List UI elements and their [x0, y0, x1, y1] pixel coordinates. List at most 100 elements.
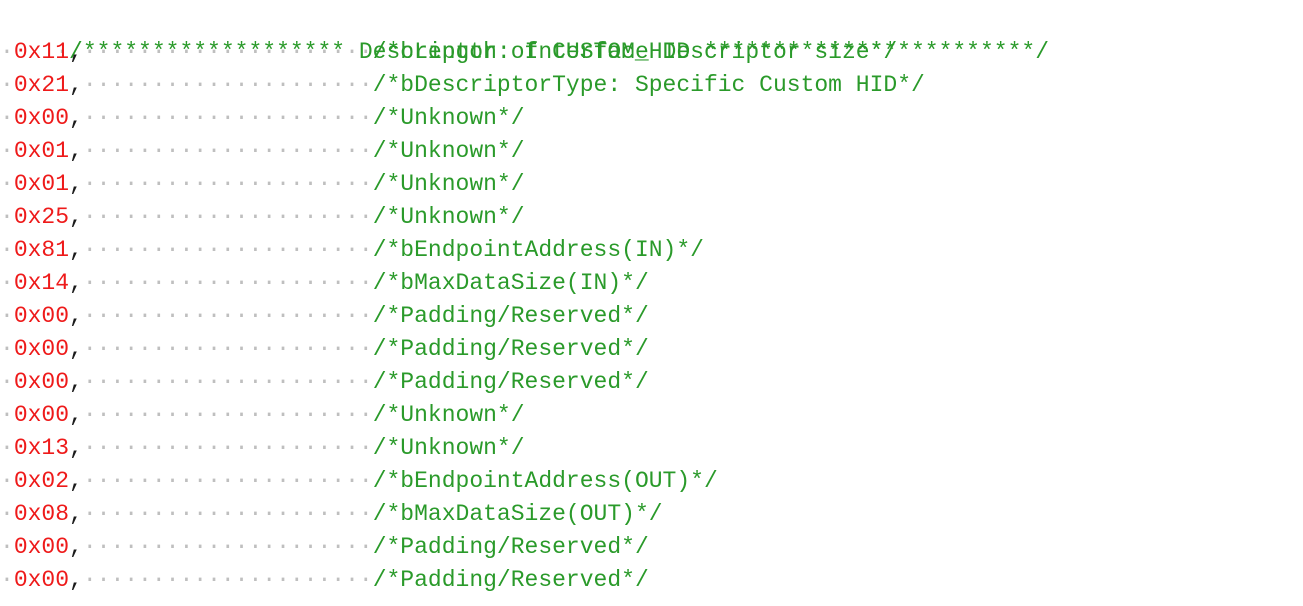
- line-comment: /*Padding/Reserved*/: [372, 303, 649, 329]
- whitespace-gap: ·····················: [82, 402, 373, 428]
- code-line: ·0x11,·····················/*bLength: In…: [0, 36, 1303, 69]
- header-comment: /******************* Descriptor of CUSTO…: [69, 39, 1049, 65]
- whitespace-gap: ·····················: [82, 72, 373, 98]
- comma: ,: [69, 171, 83, 197]
- code-line: ·0x00,·····················/*Padding/Res…: [0, 366, 1303, 399]
- whitespace-gap: ·····················: [82, 138, 373, 164]
- hex-value: 0x00: [13, 336, 70, 362]
- line-comment: /*Unknown*/: [372, 204, 525, 230]
- whitespace-marker: ·: [0, 402, 14, 428]
- whitespace-marker: ·: [0, 468, 14, 494]
- line-comment: /*bEndpointAddress(OUT)*/: [372, 468, 718, 494]
- whitespace-marker: ·: [0, 567, 14, 593]
- line-comment: /*Unknown*/: [372, 171, 525, 197]
- whitespace-gap: ·····················: [82, 336, 373, 362]
- hex-value: 0x00: [13, 303, 70, 329]
- comma: ,: [69, 501, 83, 527]
- whitespace-marker: ·: [0, 369, 14, 395]
- code-line: ·0x00,·····················/*Padding/Res…: [0, 300, 1303, 333]
- comma: ,: [69, 402, 83, 428]
- code-line: ·0x01,·····················/*Unknown*/: [0, 168, 1303, 201]
- whitespace-gap: ·····················: [82, 567, 373, 593]
- comma: ,: [69, 336, 83, 362]
- code-line: ·0x01,·····················/*Unknown*/: [0, 135, 1303, 168]
- comma: ,: [69, 369, 83, 395]
- hex-value: 0x01: [13, 138, 70, 164]
- comma: ,: [69, 237, 83, 263]
- line-comment: /*Padding/Reserved*/: [372, 336, 649, 362]
- code-line: ·0x00,·····················/*Padding/Res…: [0, 333, 1303, 366]
- code-line: ·0x00,·····················/*Padding/Res…: [0, 564, 1303, 597]
- code-line: ·0x08,·····················/*bMaxDataSiz…: [0, 498, 1303, 531]
- line-comment: /*Unknown*/: [372, 402, 525, 428]
- hex-value: 0x00: [13, 567, 70, 593]
- code-line: ·0x00,·····················/*Unknown*/: [0, 102, 1303, 135]
- whitespace-gap: ·····················: [82, 435, 373, 461]
- hex-value: 0x21: [13, 72, 70, 98]
- comma: ,: [69, 567, 83, 593]
- whitespace-gap: ·····················: [82, 39, 373, 65]
- code-line: ·0x25,·····················/*Unknown*/: [0, 201, 1303, 234]
- line-comment: /*bMaxDataSize(OUT)*/: [372, 501, 663, 527]
- code-line: ·0x13,·····················/*Unknown*/: [0, 432, 1303, 465]
- comma: ,: [69, 303, 83, 329]
- whitespace-gap: ·····················: [82, 204, 373, 230]
- whitespace-marker: ·: [0, 39, 14, 65]
- hex-value: 0x25: [13, 204, 70, 230]
- hex-value: 0x11: [13, 39, 70, 65]
- whitespace-gap: ·····················: [82, 237, 373, 263]
- whitespace-gap: ·····················: [82, 369, 373, 395]
- whitespace-marker: ·: [0, 105, 14, 131]
- whitespace-marker: ·: [55, 39, 70, 65]
- whitespace-gap: ·····················: [82, 171, 373, 197]
- hex-value: 0x02: [13, 468, 70, 494]
- comma: ,: [69, 534, 83, 560]
- whitespace-marker: ·: [0, 336, 14, 362]
- comma: ,: [69, 435, 83, 461]
- hex-value: 0x00: [13, 105, 70, 131]
- line-comment: /*Padding/Reserved*/: [372, 369, 649, 395]
- whitespace-marker: ·: [0, 270, 14, 296]
- whitespace-gap: ·····················: [82, 534, 373, 560]
- whitespace-marker: ·: [0, 204, 14, 230]
- line-comment: /*Padding/Reserved*/: [372, 534, 649, 560]
- whitespace-marker: ·: [0, 303, 14, 329]
- whitespace-gap: ·····················: [82, 270, 373, 296]
- code-line: ·0x81,·····················/*bEndpointAd…: [0, 234, 1303, 267]
- code-line: ·0x21,·····················/*bDescriptor…: [0, 69, 1303, 102]
- whitespace-gap: ·····················: [82, 303, 373, 329]
- line-comment: /*bMaxDataSize(IN)*/: [372, 270, 649, 296]
- hex-value: 0x08: [13, 501, 70, 527]
- line-comment: /*Padding/Reserved*/: [372, 567, 649, 593]
- whitespace-gap: ·····················: [82, 105, 373, 131]
- line-comment: /*Unknown*/: [372, 138, 525, 164]
- whitespace-gap: ·····················: [82, 468, 373, 494]
- code-line: ·0x00,·····················/*Padding/Res…: [0, 531, 1303, 564]
- comma: ,: [69, 72, 83, 98]
- hex-value: 0x00: [13, 402, 70, 428]
- header-comment-line: ·/******************* Descriptor of CUST…: [0, 3, 1303, 65]
- whitespace-marker: ·: [0, 435, 14, 461]
- line-comment: /*Unknown*/: [372, 105, 525, 131]
- whitespace-marker: ·: [0, 138, 14, 164]
- hex-value: 0x13: [13, 435, 70, 461]
- code-line: ·0x14,·····················/*bMaxDataSiz…: [0, 267, 1303, 300]
- whitespace-marker: ·: [0, 534, 14, 560]
- whitespace-marker: ·: [0, 237, 14, 263]
- comma: ,: [69, 468, 83, 494]
- hex-value: 0x00: [13, 534, 70, 560]
- comma: ,: [69, 39, 83, 65]
- code-line: ·0x00,·····················/*Unknown*/: [0, 399, 1303, 432]
- hex-value: 0x00: [13, 369, 70, 395]
- comma: ,: [69, 270, 83, 296]
- whitespace-gap: ·····················: [82, 501, 373, 527]
- hex-value: 0x81: [13, 237, 70, 263]
- comma: ,: [69, 105, 83, 131]
- hex-value: 0x01: [13, 171, 70, 197]
- code-line: ·0x02,·····················/*bEndpointAd…: [0, 465, 1303, 498]
- comma: ,: [69, 204, 83, 230]
- whitespace-marker: ·: [0, 501, 14, 527]
- comma: ,: [69, 138, 83, 164]
- whitespace-marker: ·: [0, 171, 14, 197]
